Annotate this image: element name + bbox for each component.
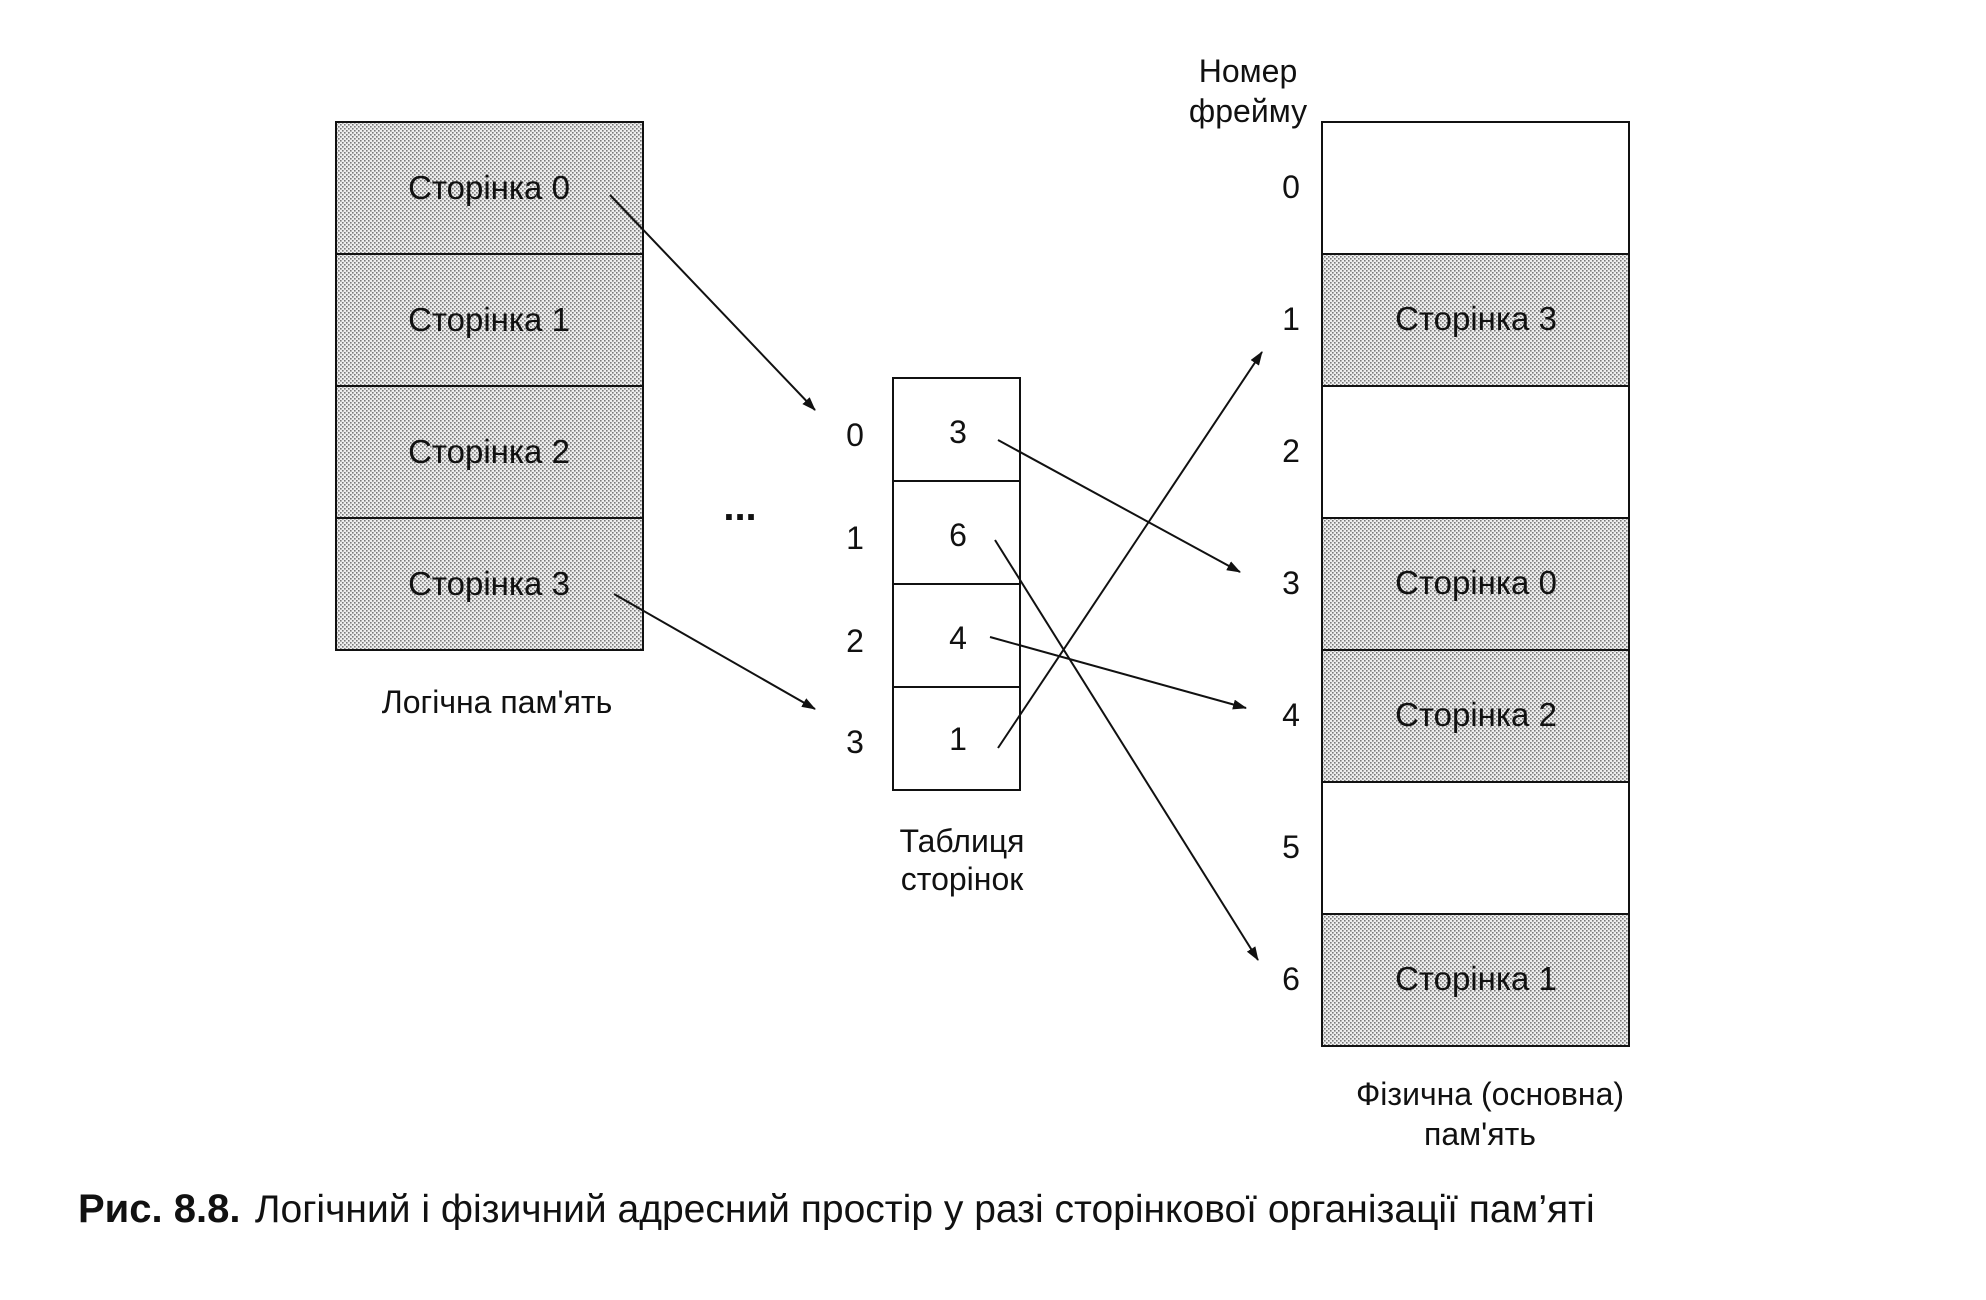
physical-memory: Номер фрейму 0 1 Сторінка 3 2 3 Сторінка… <box>1189 53 1630 1152</box>
logical-memory-label: Логічна пам'ять <box>382 684 613 720</box>
physical-frame-5: 5 <box>1282 781 1630 915</box>
page-table-frame-2: 4 <box>949 620 967 656</box>
page-table-index-0: 0 <box>846 417 864 453</box>
frame-content-3: Сторінка 0 <box>1395 564 1557 601</box>
figure-caption-text: Логічний і фізичний адресний простір у р… <box>255 1188 1595 1231</box>
logical-memory: Сторінка 0 Сторінка 1 Сторінка 2 Сторінк… <box>335 121 644 720</box>
page-table-label-line2: сторінок <box>901 861 1024 897</box>
page-table-frame-3: 1 <box>949 721 967 757</box>
frame-number-header-line1: Номер <box>1199 53 1298 89</box>
logical-page-0: Сторінка 0 <box>335 121 644 255</box>
page-table-row-1: 1 6 <box>846 517 967 556</box>
page-table-frame-1: 6 <box>949 517 967 553</box>
physical-memory-label-line1: Фізична (основна) <box>1356 1076 1624 1112</box>
arrow-row2-to-frame4 <box>989 636 1247 710</box>
frame-content-1: Сторінка 3 <box>1395 300 1557 337</box>
logical-page-1-label: Сторінка 1 <box>408 301 570 338</box>
logical-page-1: Сторінка 1 <box>335 253 644 387</box>
figure-caption: Рис. 8.8. Логічний і фізичний адресний п… <box>78 1187 1595 1231</box>
frame-number-5: 5 <box>1282 829 1300 865</box>
frame-number-2: 2 <box>1282 433 1300 469</box>
page-table-label-line1: Таблиця <box>900 823 1025 859</box>
frame-number-4: 4 <box>1282 697 1300 733</box>
logical-page-2-label: Сторінка 2 <box>408 433 570 470</box>
page-table-index-1: 1 <box>846 520 864 556</box>
physical-frame-1: 1 Сторінка 3 <box>1282 253 1630 387</box>
logical-page-3: Сторінка 3 <box>335 517 644 651</box>
page-table-row-3: 3 1 <box>846 721 967 760</box>
page-table: 0 3 1 6 2 4 3 1 Таблиця сторінок <box>846 377 1025 897</box>
logical-page-3-label: Сторінка 3 <box>408 565 570 602</box>
physical-frame-6: 6 Сторінка 1 <box>1282 913 1630 1047</box>
logical-page-2: Сторінка 2 <box>335 385 644 519</box>
svg-text:Рис. 8.8. Логічний і фіз: Рис. 8.8. Логічний і фізичний адресний п… <box>78 1187 1595 1231</box>
arrow-row0-to-frame3 <box>997 439 1241 573</box>
ellipsis: ... <box>723 485 756 529</box>
logical-page-0-label: Сторінка 0 <box>408 169 570 206</box>
physical-memory-label-line2: пам'ять <box>1424 1116 1536 1152</box>
frame-number-header-line2: фрейму <box>1189 93 1307 129</box>
physical-frame-0: 0 <box>1282 121 1630 255</box>
arrow-row3-to-frame1 <box>997 351 1263 749</box>
figure-caption-number: Рис. 8.8. <box>78 1187 240 1231</box>
frame-content-6: Сторінка 1 <box>1395 960 1557 997</box>
page-table-index-2: 2 <box>846 623 864 659</box>
frame-content-4: Сторінка 2 <box>1395 696 1557 733</box>
page-table-row-2: 2 4 <box>846 620 967 659</box>
physical-frame-4: 4 Сторінка 2 <box>1282 649 1630 783</box>
frame-number-6: 6 <box>1282 961 1300 997</box>
arrow-page0-to-table <box>609 194 816 411</box>
frame-number-0: 0 <box>1282 169 1300 205</box>
arrow-row1-to-frame6 <box>994 539 1259 961</box>
physical-frame-3: 3 Сторінка 0 <box>1282 517 1630 651</box>
page-table-index-3: 3 <box>846 724 864 760</box>
mapping-arrows <box>609 194 1263 961</box>
frame-number-1: 1 <box>1282 301 1300 337</box>
arrow-page3-to-table <box>613 593 816 710</box>
frame-number-3: 3 <box>1282 565 1300 601</box>
page-table-row-0: 0 3 <box>846 414 967 453</box>
page-table-frame-0: 3 <box>949 414 967 450</box>
physical-frame-2: 2 <box>1282 385 1630 519</box>
